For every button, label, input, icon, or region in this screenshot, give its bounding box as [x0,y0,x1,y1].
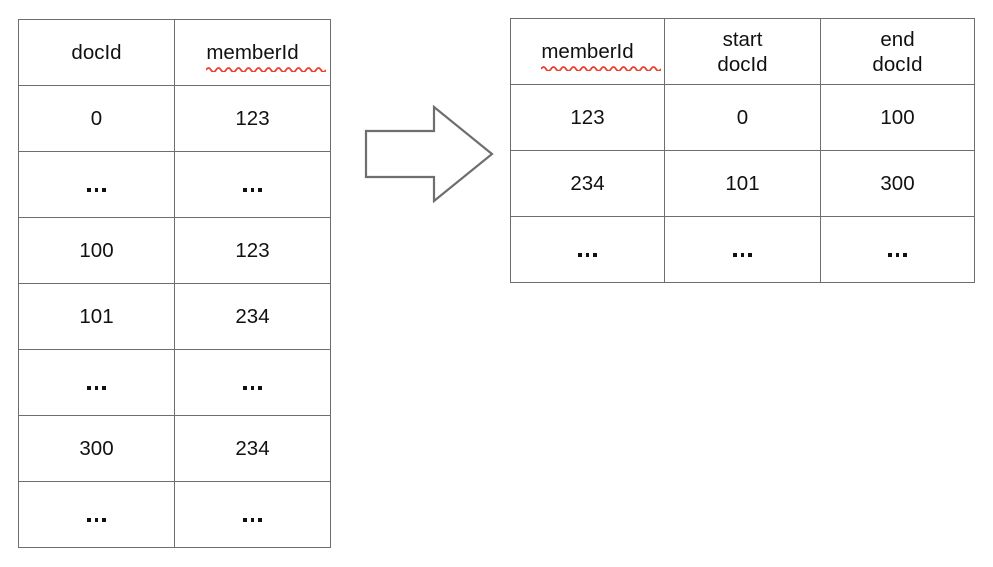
ellipsis-icon [87,502,106,524]
ellipsis-icon [888,237,907,259]
transform-arrow-icon [364,105,494,203]
cell-memberid-ellipsis [174,481,331,548]
cell-docid-ellipsis [18,481,175,548]
cell-value: 0 [736,106,749,129]
column-header-memberid: memberId [510,18,665,85]
spellcheck-squiggle-icon [206,67,327,72]
cell-docid-ellipsis [18,349,175,416]
ellipsis-icon [243,370,262,392]
cell-memberid: 234 [174,283,331,350]
cell-value: 234 [235,437,270,460]
cell-value: 101 [725,172,760,195]
cell-memberid: 123 [174,85,331,152]
ellipsis-icon [87,172,106,194]
table-row [18,151,331,218]
table-row: 101 234 [18,283,331,350]
target-table: memberId start docId end docId 123 [510,18,975,283]
cell-value: 123 [235,239,270,262]
misspelled-word-memberid: memberId [541,39,662,71]
cell-docid: 0 [18,85,175,152]
table-row: 0 123 [18,85,331,152]
table-row: 300 234 [18,415,331,482]
cell-memberid: 234 [174,415,331,482]
cell-value: 234 [570,172,605,195]
table-header-row: docId memberId [18,19,331,86]
misspelled-word-memberid: memberId [206,40,327,72]
cell-value: 123 [235,107,270,130]
column-header-docid: docId [18,19,175,86]
table-row: 100 123 [18,217,331,284]
cell-value: 100 [79,239,114,262]
column-header-memberid: memberId [174,19,331,86]
cell-value: 123 [570,106,605,129]
ellipsis-icon [87,370,106,392]
column-header-start-docid: start docId [664,18,821,85]
column-header-end-docid: end docId [820,18,975,85]
column-header-docid-label: docId [71,41,122,64]
cell-end-docid-ellipsis [820,216,975,283]
cell-docid-ellipsis [18,151,175,218]
table-row: 234 101 300 [510,150,975,217]
cell-value: 300 [880,172,915,195]
table-row [18,349,331,416]
cell-docid: 300 [18,415,175,482]
table-row: 123 0 100 [510,84,975,151]
cell-memberid-ellipsis [510,216,665,283]
cell-start-docid: 101 [664,150,821,217]
source-table: docId memberId 0 123 [18,19,331,548]
cell-docid: 100 [18,217,175,284]
column-header-memberid-label: memberId [206,41,299,64]
target-table-body: memberId start docId end docId 123 [510,18,975,283]
ellipsis-icon [243,172,262,194]
cell-start-docid: 0 [664,84,821,151]
cell-value: 101 [79,305,114,328]
cell-value: 0 [90,107,103,130]
cell-docid: 101 [18,283,175,350]
cell-memberid: 123 [510,84,665,151]
table-header-row: memberId start docId end docId [510,18,975,85]
cell-value: 300 [79,437,114,460]
cell-value: 100 [880,106,915,129]
ellipsis-icon [578,237,597,259]
cell-memberid: 123 [174,217,331,284]
cell-end-docid: 300 [820,150,975,217]
spellcheck-squiggle-icon [541,66,662,71]
cell-end-docid: 100 [820,84,975,151]
ellipsis-icon [243,502,262,524]
cell-memberid-ellipsis [174,349,331,416]
column-header-memberid-label: memberId [541,40,634,63]
ellipsis-icon [733,237,752,259]
table-row [510,216,975,283]
column-header-start-docid-label: start docId [717,27,768,76]
table-row [18,481,331,548]
cell-memberid: 234 [510,150,665,217]
source-table-body: docId memberId 0 123 [18,19,331,548]
cell-start-docid-ellipsis [664,216,821,283]
cell-value: 234 [235,305,270,328]
cell-memberid-ellipsis [174,151,331,218]
column-header-end-docid-label: end docId [872,27,923,76]
